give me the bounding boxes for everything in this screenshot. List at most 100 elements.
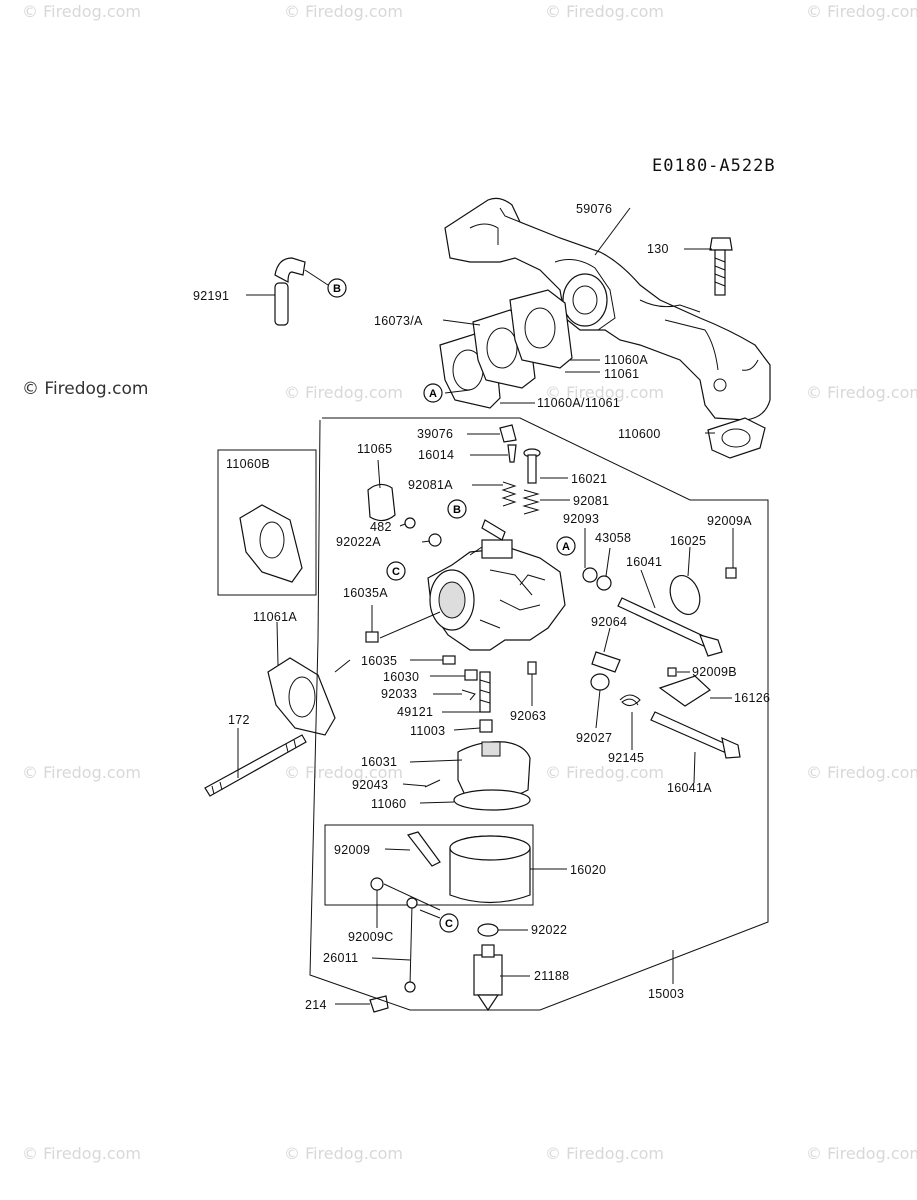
spring-92081-part	[522, 489, 540, 515]
part-label: 92043	[352, 778, 388, 792]
part-label: 59076	[576, 202, 612, 216]
part-label: 92022	[531, 923, 567, 937]
bolt-130-part	[709, 237, 733, 296]
washer-92022-part	[477, 923, 499, 937]
part-label: 16021	[571, 472, 607, 486]
pin-92043-part	[424, 779, 441, 788]
part-label: 110600	[618, 427, 661, 441]
part-label: 11060B	[226, 457, 270, 471]
part-label: 16020	[570, 863, 606, 877]
inset-box-11060b	[217, 449, 317, 596]
ring-482-part	[404, 517, 416, 529]
part-label: 92145	[608, 751, 644, 765]
watermark: © Firedog.com	[806, 1144, 917, 1163]
watermark: © Firedog.com	[545, 1144, 664, 1163]
callout-b-carb: B	[447, 499, 467, 519]
part-label: 92027	[576, 731, 612, 745]
part-label: 11060	[371, 797, 406, 811]
part-label: 11065	[357, 442, 392, 456]
needle-16014-part	[507, 444, 517, 463]
part-label: 11003	[410, 724, 445, 738]
part-label: 92009C	[348, 930, 394, 944]
jet-16035a-part	[365, 631, 379, 643]
cap-39076-part	[499, 424, 517, 443]
part-label: 130	[647, 242, 669, 256]
shaft-16041a-part	[650, 711, 741, 759]
watermark: © Firedog.com	[545, 383, 664, 402]
part-label: 92093	[563, 512, 599, 526]
callout-c-link: C	[439, 913, 459, 933]
part-label: 21188	[534, 969, 569, 983]
needle-16030-part	[464, 669, 478, 681]
svg-text:B: B	[453, 504, 461, 516]
svg-text:A: A	[562, 541, 570, 553]
svg-text:C: C	[392, 566, 400, 578]
part-label: 26011	[323, 951, 358, 965]
gasket-11060-part	[453, 789, 531, 811]
gasket-11061-part	[509, 289, 573, 369]
seal-92027-part	[590, 673, 610, 691]
part-label: 11061A	[253, 610, 297, 624]
spring-92145-part	[619, 694, 641, 706]
plate-16025-part	[669, 575, 701, 615]
part-label: 16035	[361, 654, 397, 668]
leader-lines	[237, 207, 734, 1005]
gasket-11060b-part	[239, 504, 303, 583]
gasket-11061a-part	[267, 657, 336, 736]
part-label: 92009B	[692, 665, 737, 679]
part-label: 92033	[381, 687, 417, 701]
stud-172-part	[204, 734, 307, 797]
svg-text:A: A	[429, 388, 437, 400]
part-label: 16031	[361, 755, 397, 769]
watermark: © Firedog.com	[806, 763, 917, 782]
part-label: 92022A	[336, 535, 381, 549]
solenoid-21188-part	[473, 944, 503, 1012]
screw-16021-part	[523, 448, 541, 484]
watermark: © Firedog.com	[22, 763, 141, 782]
callout-a-carb: A	[556, 536, 576, 556]
screw-92009b-part	[667, 667, 677, 677]
watermark: © Firedog.com	[284, 383, 403, 402]
callout-b-top: B	[327, 278, 347, 298]
watermark: © Firedog.com	[806, 383, 917, 402]
link-26011-part	[404, 897, 418, 993]
part-label: 16025	[670, 534, 706, 548]
screw-92009a-part	[725, 567, 737, 579]
watermark-main: © Firedog.com	[22, 379, 149, 399]
float-11065-part	[367, 483, 396, 522]
shaft-16041-part	[617, 597, 723, 657]
part-label: 92081	[573, 494, 609, 508]
watermark: © Firedog.com	[22, 2, 141, 21]
assembly-boundary-15003	[309, 417, 769, 1011]
watermark: © Firedog.com	[545, 2, 664, 21]
part-label: 11061	[604, 367, 639, 381]
screw-92064-part	[591, 651, 621, 673]
jet-16035-part	[442, 655, 456, 665]
part-label: 92009A	[707, 514, 752, 528]
screw-92009c-part	[370, 877, 384, 891]
spring-92081a-part	[501, 481, 517, 507]
part-label: 92191	[193, 289, 229, 303]
part-label: 92063	[510, 709, 546, 723]
part-label: 92081A	[408, 478, 453, 492]
callout-c-carb: C	[386, 561, 406, 581]
filter-16020-part	[449, 835, 531, 904]
part-label: 16041A	[667, 781, 712, 795]
watermark: © Firedog.com	[284, 1144, 403, 1163]
screw-214-part	[369, 995, 389, 1013]
callout-a-gasket: A	[423, 383, 443, 403]
oring-92093-part	[582, 567, 598, 583]
jet-11003-part	[479, 719, 493, 733]
screw-92063-part	[527, 661, 537, 675]
part-label: 16073/A	[374, 314, 423, 328]
part-label: 49121	[397, 705, 433, 719]
lever-16126-part	[658, 675, 711, 707]
watermark: © Firedog.com	[284, 763, 403, 782]
washer-92022a-part	[428, 533, 442, 547]
part-label: 16035A	[343, 586, 388, 600]
part-label: 39076	[417, 427, 453, 441]
part-label: 214	[305, 998, 327, 1012]
part-labels: 59076 130 92191 16073/A 11060 A 11061 110…	[193, 202, 770, 1012]
part-label: 172	[228, 713, 250, 727]
watermark: © Firedog.com	[284, 2, 403, 21]
